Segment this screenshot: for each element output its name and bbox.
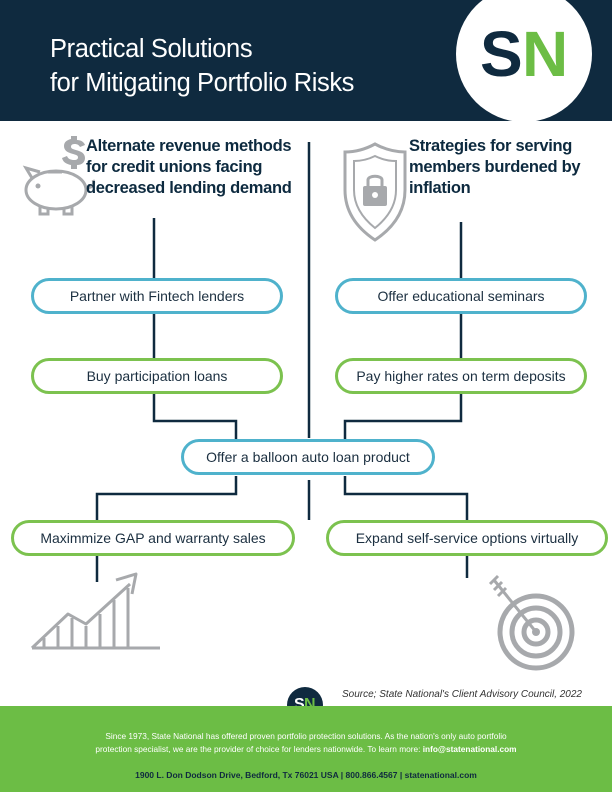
pill-participation-loans: Buy participation loans xyxy=(31,358,283,394)
state-national-logo: S N xyxy=(456,0,592,122)
title-line-2: for Mitigating Portfolio Risks xyxy=(50,69,355,97)
footer-banner: Since 1973, State National has offered p… xyxy=(0,706,612,792)
shield-lock-icon xyxy=(343,142,407,242)
pill-self-service: Expand self-service options virtually xyxy=(326,520,608,556)
small-logo-letter-s: S xyxy=(294,696,305,713)
pill-term-deposits: Pay higher rates on term deposits xyxy=(335,358,587,394)
source-citation: Source; State National's Client Advisory… xyxy=(342,689,582,700)
footer-email-link[interactable]: info@statenational.com xyxy=(422,744,517,754)
growth-chart-icon xyxy=(30,572,160,650)
footer-address: 1900 L. Don Dodson Drive, Bedford, Tx 76… xyxy=(135,770,477,780)
right-title-line-2: members burdened by xyxy=(409,158,581,176)
target-arrow-icon xyxy=(488,574,575,671)
footer-line-2: protection specialist, we are the provid… xyxy=(0,743,612,756)
title-line-1: Practical Solutions xyxy=(50,35,253,63)
connector-left-3 xyxy=(152,392,238,440)
pill-educational-seminars: Offer educational seminars xyxy=(335,278,587,314)
footer-description: Since 1973, State National has offered p… xyxy=(0,730,612,756)
left-title-line-3: decreased lending demand xyxy=(86,179,292,197)
pill-balloon-auto-loan: Offer a balloon auto loan product xyxy=(181,439,435,475)
pill-partner-fintech: Partner with Fintech lenders xyxy=(31,278,283,314)
pill-gap-warranty: Maximmize GAP and warranty sales xyxy=(11,520,295,556)
logo-letter-n: N xyxy=(522,18,569,90)
connector-right-3 xyxy=(343,392,463,440)
piggy-bank-dollar-icon xyxy=(22,136,96,216)
connector-right-4 xyxy=(343,476,469,521)
left-title-line-2: for credit unions facing xyxy=(86,158,263,176)
connector-left-4 xyxy=(95,476,238,521)
footer-line-1: Since 1973, State National has offered p… xyxy=(105,731,507,741)
left-column-title: Alternate revenue methods for credit uni… xyxy=(86,136,292,199)
footer-line-2-text: protection specialist, we are the provid… xyxy=(95,744,423,754)
header-banner: Practical Solutions for Mitigating Portf… xyxy=(0,0,612,122)
left-title-line-1: Alternate revenue methods xyxy=(86,137,292,155)
small-logo-letter-n: N xyxy=(304,696,316,713)
right-title-line-3: inflation xyxy=(409,179,471,197)
right-title-line-1: Strategies for serving xyxy=(409,137,573,155)
logo-letter-s: S xyxy=(480,18,523,90)
page-title: Practical Solutions for Mitigating Portf… xyxy=(50,32,354,100)
right-column-title: Strategies for serving members burdened … xyxy=(409,136,581,199)
